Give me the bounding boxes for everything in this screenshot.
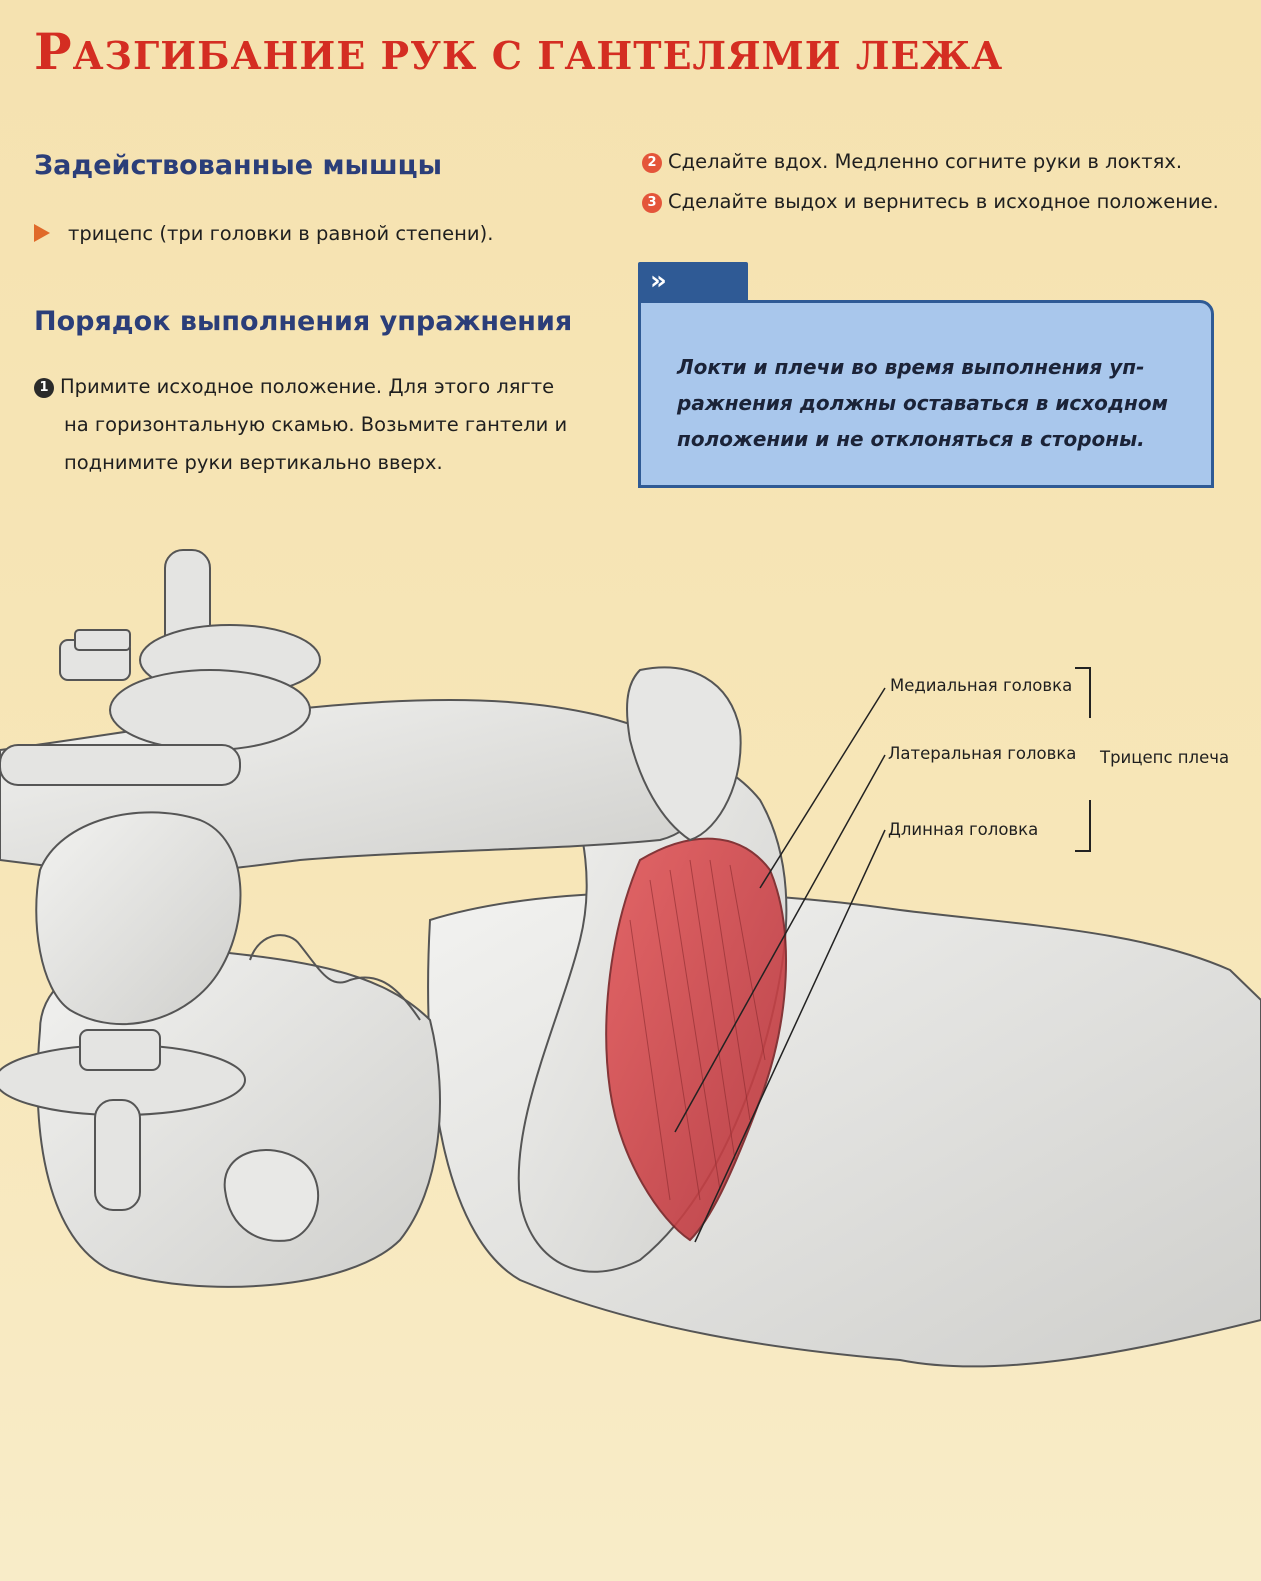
double-chevron-icon: »	[650, 266, 667, 296]
step-1-line-1: Примите исходное положение. Для этого ля…	[60, 375, 555, 398]
note-tab: »	[638, 262, 748, 304]
ear-shape	[223, 1149, 319, 1242]
step-number-icon: 1	[34, 378, 54, 398]
elbow-shape	[626, 666, 742, 842]
leader-lines	[674, 687, 886, 1243]
step-1-line-2: на горизонтальную скамью. Возьмите ганте…	[64, 413, 568, 436]
procedure-heading: Порядок выполнения упражнения	[34, 306, 573, 337]
step-2: 2 Сделайте вдох. Медленно согните руки в …	[642, 150, 1182, 173]
label-medial-head: Медиальная головка	[890, 676, 1073, 695]
title-first-letter: Р	[34, 22, 73, 81]
label-long-head: Длинная головка	[888, 820, 1039, 839]
note-box: Локти и плечи во время выполнения уп- ра…	[638, 300, 1214, 488]
note-line: положении и не отклоняться в стороны.	[677, 427, 1145, 451]
bracket	[1075, 667, 1091, 852]
muscle-item: трицепс (три головки в равной степени).	[68, 222, 494, 245]
label-lateral-head: Латеральная головка	[888, 744, 1077, 763]
step-3: 3 Сделайте выдох и вернитесь в исходное п…	[642, 190, 1219, 213]
muscle-fibers	[629, 859, 766, 1201]
step-number-icon: 2	[642, 153, 662, 173]
note-line: Локти и плечи во время выполнения уп-	[677, 355, 1145, 379]
step-2-text: Сделайте вдох. Медленно согните руки в л…	[668, 150, 1183, 173]
dumbbell	[0, 549, 321, 1211]
page-title: Разгибание рук с гантелями лежа	[34, 22, 1003, 81]
fist-shape	[35, 811, 242, 1025]
title-rest: азгибание рук с гантелями лежа	[72, 33, 1004, 78]
note-line: ражнения должны оставаться в исходном	[677, 391, 1168, 415]
step-number-icon: 3	[642, 193, 662, 213]
bullet-arrow-icon	[34, 224, 50, 242]
anatomy-illustration	[0, 549, 1261, 1368]
step-1-line-3: поднимите руки вертикально вверх.	[64, 451, 443, 474]
face-profile	[249, 934, 421, 1021]
step-1: 1 Примите исходное положение. Для этого л…	[34, 368, 604, 482]
note-text: Локти и плечи во время выполнения уп- ра…	[677, 349, 1197, 457]
muscles-heading: Задействованные мышцы	[34, 150, 443, 181]
label-triceps-group: Трицепс плеча	[1100, 748, 1230, 767]
step-3-text: Сделайте выдох и вернитесь в исходное по…	[668, 190, 1219, 213]
